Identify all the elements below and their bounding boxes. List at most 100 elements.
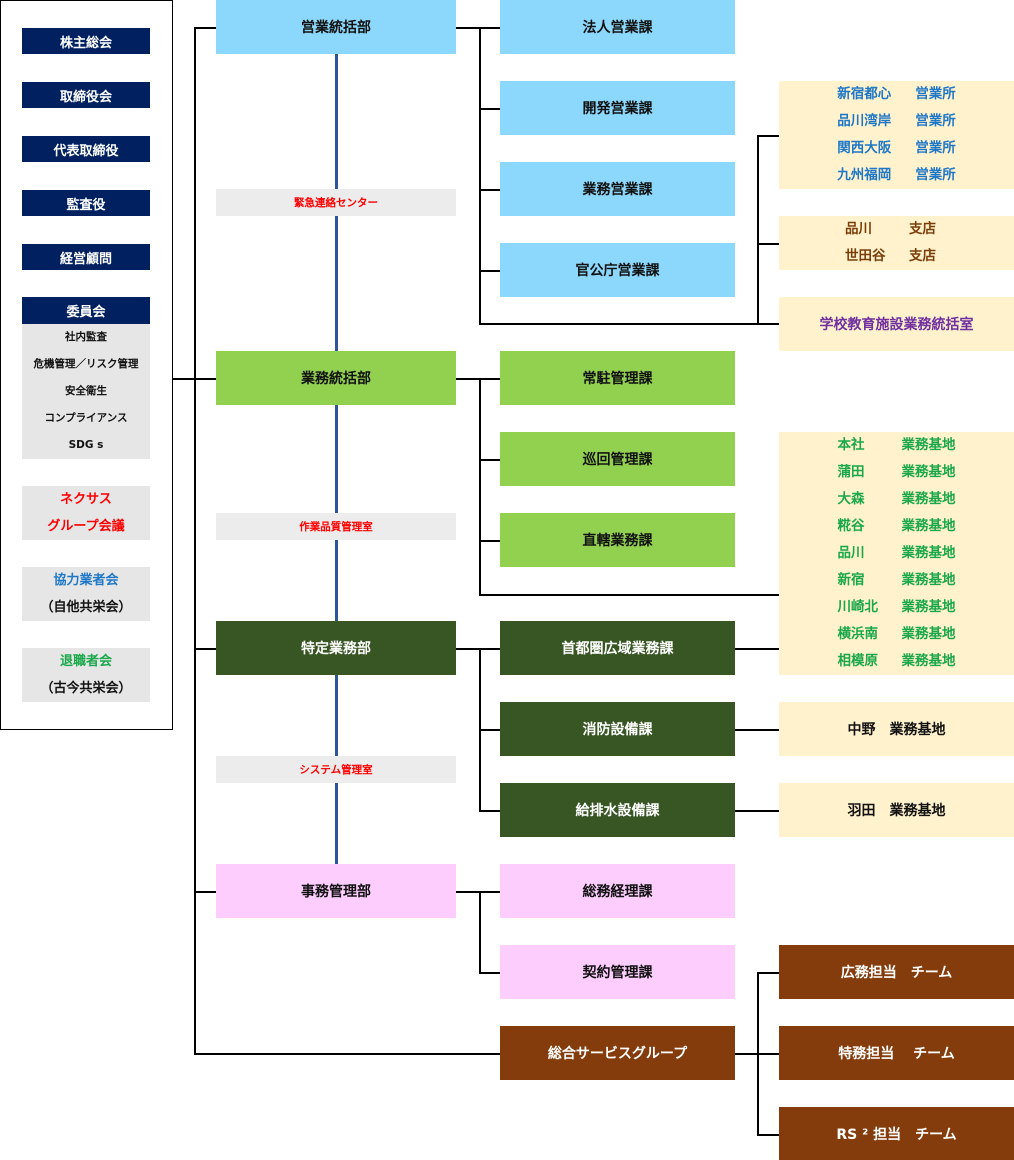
ops-section-connector: [479, 540, 500, 542]
branch-connector: [757, 243, 779, 245]
team-connector: [757, 972, 779, 974]
base-row: 横浜南業務基地: [838, 621, 956, 648]
base-row: 新宿 業務基地: [838, 567, 956, 594]
section-label: 消防設備課: [582, 722, 653, 738]
plumbing-equipment-section: 給排水設備課: [500, 783, 735, 837]
quality-office-box: 作業品質管理室: [216, 513, 456, 540]
specific-dept-label: 特定業務部: [301, 641, 371, 657]
team-bracket-line: [757, 972, 759, 1134]
metro-wide-section: 首都圏広域業務課: [500, 621, 735, 675]
main-trunk-line: [194, 27, 196, 1054]
sales-offices-box: 新宿都心営業所 品川湾岸営業所 関西大阪営業所 九州福岡営業所: [779, 81, 1014, 189]
branches-box: 品川支店 世田谷支店: [779, 216, 1014, 270]
base-row: 品川業務基地: [838, 540, 956, 567]
system-office-box: システム管理室: [216, 756, 456, 783]
retirees-association-box: 退職者会 （古今共栄会）: [22, 648, 150, 702]
admin-dept-label: 事務管理部: [301, 884, 371, 900]
ops-bracket-line: [479, 378, 481, 594]
base-type: 業務基地: [901, 626, 956, 642]
section-label: 官公庁営業課: [575, 263, 660, 279]
section-label: 巡回管理課: [582, 452, 653, 468]
section-label: 総務経理課: [582, 884, 653, 900]
section-label: 直轄業務課: [582, 533, 653, 549]
sales-office-bracket-line: [757, 135, 759, 324]
base-type: 業務基地: [901, 518, 956, 534]
base-type: 業務基地: [901, 464, 956, 480]
shareholders-meeting-label: 株主総会: [59, 35, 112, 51]
specific-section-connector: [456, 648, 500, 650]
nexus-group-meeting-box: ネクサス グループ会議: [22, 486, 150, 540]
special-team-box: 特務担当 チーム: [779, 1026, 1014, 1080]
base-row: 川崎北 業務基地: [838, 594, 956, 621]
branch-type: 支店: [909, 248, 936, 264]
sales-section-connector: [456, 27, 500, 29]
specific-section-connector: [479, 729, 500, 731]
business-sales-section: 業務営業課: [500, 162, 735, 216]
base-place: 川崎北: [837, 599, 879, 615]
section-label: 業務営業課: [582, 182, 653, 198]
section-label: 契約管理課: [582, 965, 653, 981]
base-place: 糀谷: [837, 518, 865, 534]
base-row: 相模原業務基地: [838, 648, 956, 675]
committee-list: 社内監査 危機管理／リスク管理 安全衛生 コンプライアンス SDG s: [22, 324, 150, 459]
fire-equipment-section: 消防設備課: [500, 702, 735, 756]
specific-section-connector: [479, 810, 500, 812]
rs2-team-box: RS ² 担当 チーム: [779, 1107, 1014, 1160]
sales-dept-label: 営業統括部: [301, 20, 371, 36]
team-label: 特務担当 チーム: [838, 1046, 955, 1062]
sales-section-connector: [479, 270, 500, 272]
committee-item: 危機管理／リスク管理: [33, 358, 139, 370]
emergency-center-label: 緊急連絡センター: [294, 197, 378, 209]
nakano-base-label: 中野 業務基地: [847, 722, 946, 738]
ops-section-connector: [456, 378, 500, 380]
branch-type: 支店: [909, 221, 936, 237]
sales-office-row: 品川湾岸営業所: [837, 108, 956, 135]
specific-dept-connector: [194, 648, 216, 650]
sales-section-connector: [479, 108, 500, 110]
sales-dept-box: 営業統括部: [216, 0, 456, 54]
corporate-sales-section: 法人営業課: [500, 0, 735, 54]
retirees-line2: （古今共栄会）: [40, 681, 132, 696]
management-advisor-box: 経営顧問: [22, 244, 150, 270]
haneda-base-label: 羽田 業務基地: [847, 803, 946, 819]
office-place: 新宿都心: [837, 86, 892, 102]
committee-title: 委員会: [66, 305, 106, 320]
quality-office-label: 作業品質管理室: [299, 521, 373, 533]
branch-place: 品川: [845, 221, 872, 237]
admin-dept-box: 事務管理部: [216, 864, 456, 918]
retirees-line1: 退職者会: [59, 654, 112, 669]
committee-header: 委員会: [22, 297, 150, 324]
haneda-connector: [735, 810, 779, 812]
haneda-base-box: 羽田 業務基地: [779, 783, 1014, 837]
base-type: 業務基地: [901, 437, 956, 453]
operations-dept-box: 業務統括部: [216, 351, 456, 405]
admin-dept-connector: [194, 891, 216, 893]
office-place: 品川湾岸: [837, 113, 892, 129]
metro-base-connector: [735, 648, 779, 650]
general-affairs-section: 総務経理課: [500, 864, 735, 918]
sales-bracket-line: [479, 27, 481, 324]
ops-section-connector: [479, 459, 500, 461]
section-label: 給排水設備課: [575, 803, 660, 819]
panel-connector-line: [172, 378, 216, 380]
specific-dept-box: 特定業務部: [216, 621, 456, 675]
base-type: 業務基地: [901, 572, 956, 588]
section-label: 首都圏広域業務課: [561, 641, 674, 657]
auditor-box: 監査役: [22, 190, 150, 216]
board-of-directors-box: 取締役会: [22, 82, 150, 108]
committee-item: コンプライアンス: [44, 412, 128, 424]
office-place: 関西大阪: [837, 140, 892, 156]
base-place: 新宿: [837, 572, 865, 588]
staff-trunk-line: [335, 54, 338, 864]
contract-management-section: 契約管理課: [500, 945, 735, 999]
office-type: 営業所: [915, 140, 956, 156]
patrol-management-section: 巡回管理課: [500, 432, 735, 486]
office-place: 九州福岡: [837, 167, 892, 183]
operations-dept-label: 業務統括部: [301, 371, 371, 387]
base-type: 業務基地: [901, 545, 956, 561]
shareholders-meeting-box: 株主総会: [22, 28, 150, 54]
office-type: 営業所: [915, 86, 956, 102]
base-row: 大森業務基地: [838, 486, 956, 513]
nakano-connector: [735, 729, 779, 731]
base-type: 業務基地: [901, 599, 956, 615]
